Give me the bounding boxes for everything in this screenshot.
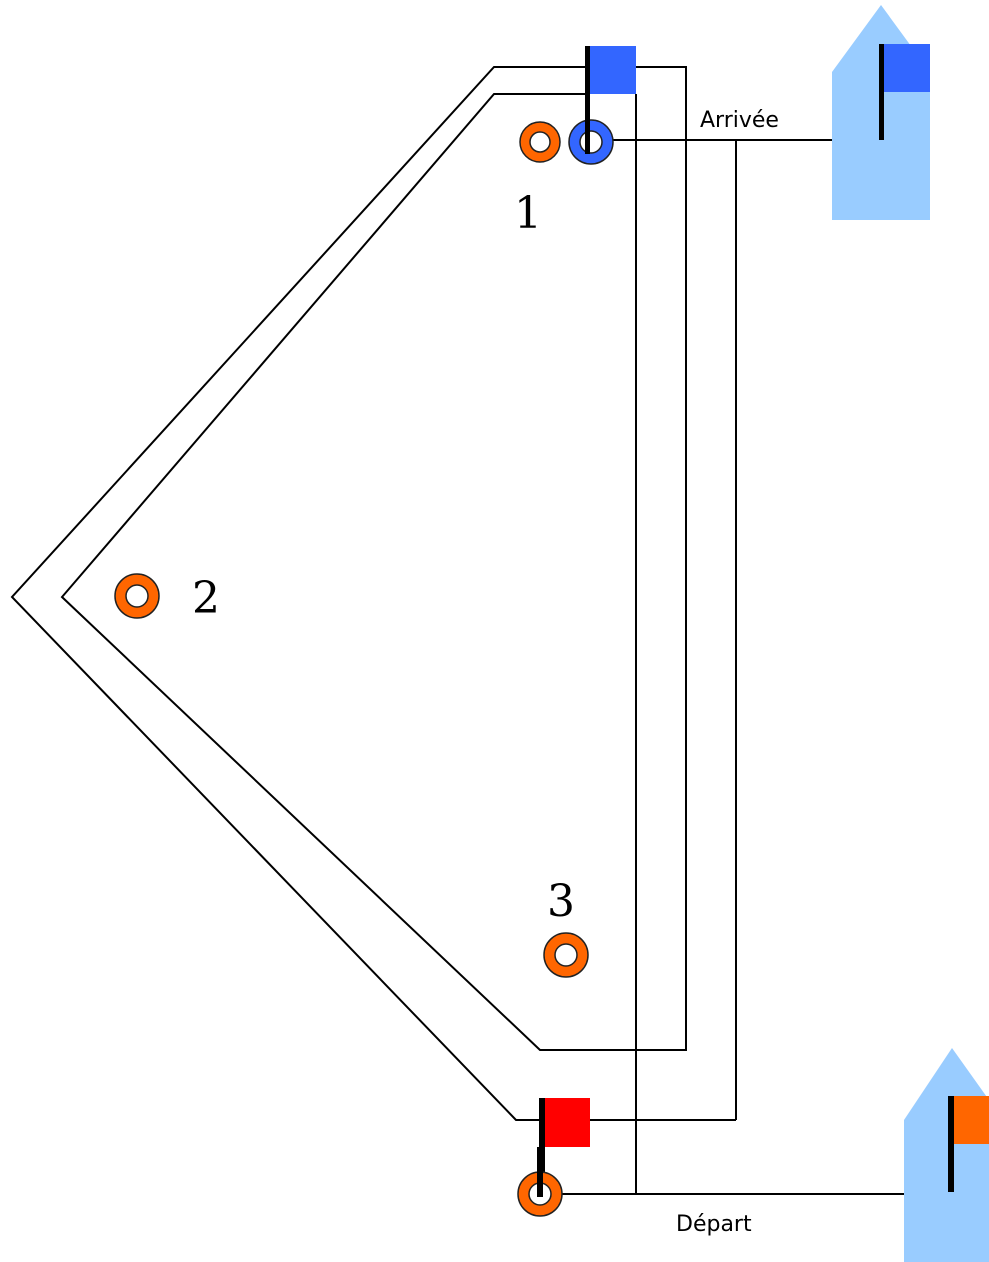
mark-3-buoy-icon	[543, 932, 589, 978]
finish-committee-boat-icon	[832, 5, 930, 220]
course-route-outer	[10, 66, 586, 1121]
start-committee-boat-icon	[904, 1048, 989, 1262]
mark-2-label: 2	[192, 573, 220, 624]
mark-1-label: 1	[514, 188, 542, 239]
start-red-flag-icon	[539, 1098, 590, 1194]
start-buoy-icon	[517, 1147, 563, 1217]
finish-buoy-icon	[568, 119, 614, 165]
start-label: Départ	[676, 1212, 752, 1237]
mark-1-buoy-icon	[519, 121, 561, 163]
mark-3-label: 3	[547, 876, 575, 927]
finish-label: Arrivée	[700, 108, 779, 133]
course-route-inner	[60, 66, 687, 1051]
mark-2-buoy-icon	[114, 573, 160, 619]
finish-flag-icon	[585, 46, 636, 154]
